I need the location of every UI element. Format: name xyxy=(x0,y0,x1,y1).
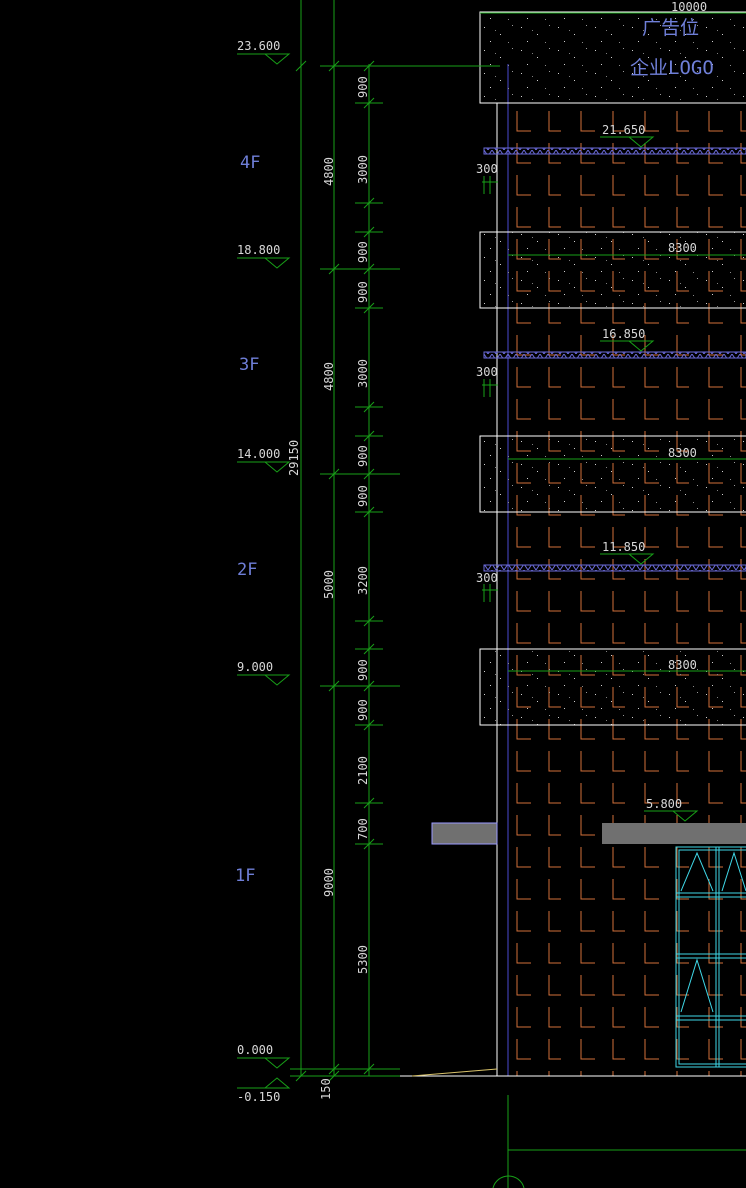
slab-level-2f: 11.850 xyxy=(602,540,645,554)
detail-dim-10: 900 xyxy=(356,699,370,721)
sign-line-2: 企业LOGO xyxy=(630,57,714,79)
ramp-line xyxy=(411,1068,498,1077)
floor-label-1f: 1F xyxy=(235,866,255,886)
canopy-level: 5.800 xyxy=(646,797,682,811)
sign-line-1: 广告位 xyxy=(642,17,699,39)
band-2 xyxy=(479,435,746,513)
slab-offset-2f: 300 xyxy=(476,571,498,585)
storey-dim-4f: 4800 xyxy=(322,157,336,186)
band-width-3: 8300 xyxy=(668,241,697,255)
dimension-lines xyxy=(290,0,746,1188)
detail-dim-1: 900 xyxy=(356,76,370,98)
slab-offset-3f: 300 xyxy=(476,365,498,379)
detail-dim-9: 900 xyxy=(356,659,370,681)
floor-label-4f: 4F xyxy=(240,153,260,173)
canopy-left xyxy=(431,822,498,845)
band-width-1: 8300 xyxy=(668,658,697,672)
floor-label-3f: 3F xyxy=(239,355,259,375)
canopy-right xyxy=(602,823,746,844)
slab-level-3f: 16.850 xyxy=(602,327,645,341)
storey-dim-3f: 4800 xyxy=(322,362,336,391)
railing-2f xyxy=(483,564,746,572)
detail-dim-4: 900 xyxy=(356,281,370,303)
top-sign-band xyxy=(479,11,746,104)
detail-dim-5: 3000 xyxy=(356,359,370,388)
storefront-window xyxy=(675,846,746,1068)
detail-dim-3: 900 xyxy=(356,241,370,263)
level-0000: 0.000 xyxy=(237,1043,273,1057)
level-9000: 9.000 xyxy=(237,660,273,674)
band-width-2: 8300 xyxy=(668,446,697,460)
slab-offset-4f: 300 xyxy=(476,162,498,176)
detail-dim-11: 2100 xyxy=(356,756,370,785)
band-1 xyxy=(479,648,746,726)
railing-4f xyxy=(483,147,746,155)
detail-dim-7: 900 xyxy=(356,485,370,507)
storey-dim-2f: 5000 xyxy=(322,570,336,599)
detail-dim-2: 3000 xyxy=(356,155,370,184)
detail-dim-13: 5300 xyxy=(356,945,370,974)
level-23600: 23.600 xyxy=(237,39,280,53)
level-markers xyxy=(237,53,291,1089)
slab-level-4f: 21.650 xyxy=(602,123,645,137)
detail-dim-12: 700 xyxy=(356,818,370,840)
overall-height-dim: 29150 xyxy=(287,440,301,476)
plinth-dim: 150 xyxy=(319,1078,333,1100)
detail-dim-6: 900 xyxy=(356,445,370,467)
level-14000: 14.000 xyxy=(237,447,280,461)
floor-label-2f: 2F xyxy=(237,560,257,580)
band-width-top: 10000 xyxy=(671,0,707,14)
facade: 广告位 企业LOGO 10000 8300 8300 8300 21.650 1… xyxy=(382,0,746,1077)
railing-3f xyxy=(483,351,746,359)
detail-dim-8: 3200 xyxy=(356,566,370,595)
level-18800: 18.800 xyxy=(237,243,280,257)
level-minus-0150: -0.150 xyxy=(237,1090,280,1104)
storey-dim-1f: 9000 xyxy=(322,868,336,897)
band-3 xyxy=(479,231,746,309)
